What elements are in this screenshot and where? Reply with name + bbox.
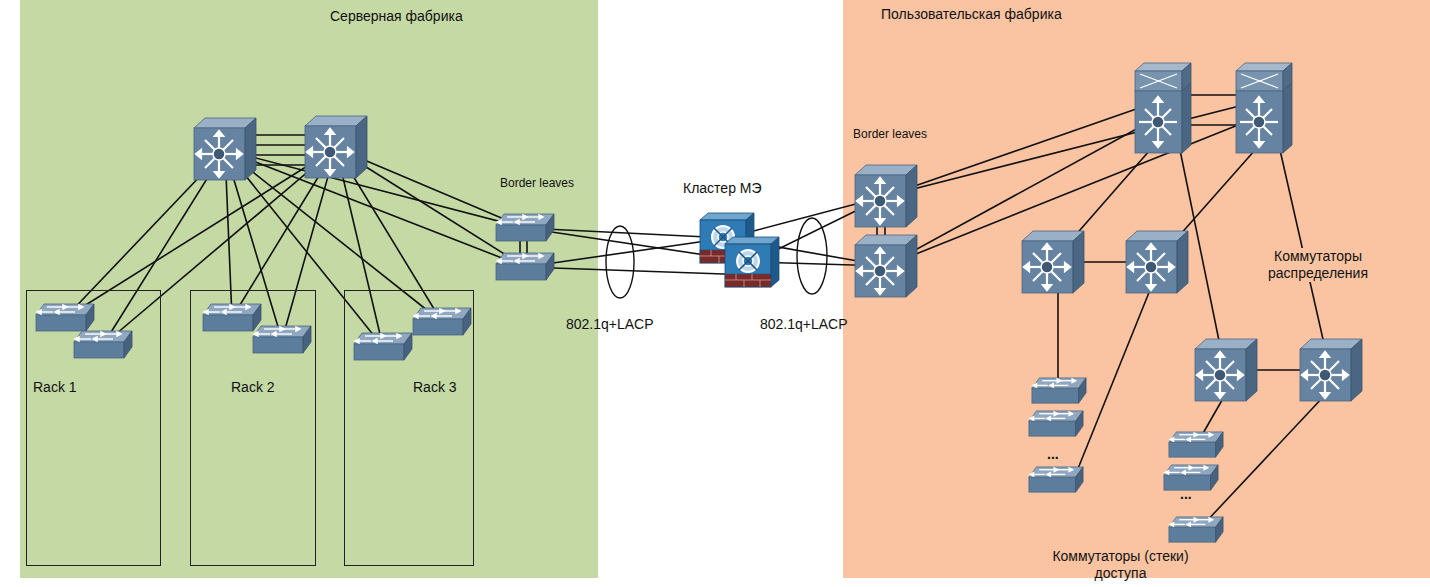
label-holder: Border leaves xyxy=(500,175,574,192)
rack-box: Rack 2 xyxy=(190,290,316,566)
region-title: Серверная фабрика xyxy=(330,8,463,25)
leaf-switch xyxy=(36,304,94,331)
label-holder: 802.1q+LACP xyxy=(760,316,848,333)
spine-switch xyxy=(305,116,367,178)
label-holder: Коммутаторы распределения xyxy=(1256,248,1380,282)
cluster-label: Кластер МЭ xyxy=(683,180,762,197)
lag-bracket xyxy=(797,218,827,294)
group-label: Коммутаторы (стеки) доступа xyxy=(1043,548,1198,582)
server-fabric-ground xyxy=(20,0,598,578)
label-holder: 802.1q+LACP xyxy=(566,316,654,333)
distribution-switch xyxy=(1022,231,1084,293)
wire xyxy=(525,238,727,267)
wires xyxy=(65,95,1330,525)
wire xyxy=(886,100,1263,196)
rack-label: Rack 1 xyxy=(33,379,77,396)
border-leaf-switch xyxy=(496,253,554,280)
wire xyxy=(250,134,310,136)
core-switch xyxy=(1135,63,1191,153)
leaf-switch xyxy=(203,304,261,331)
ellipsis-mark: ... xyxy=(1180,486,1192,503)
wire xyxy=(1057,290,1059,385)
rack-label: Rack 3 xyxy=(413,379,457,396)
leaf-switch xyxy=(354,333,412,360)
fabric-region: Пользовательская фабрика xyxy=(843,0,1430,578)
group-label: Коммутаторы распределения xyxy=(1256,248,1380,282)
region-title: Пользовательская фабрика xyxy=(881,6,1062,23)
distribution-switch xyxy=(1300,339,1362,401)
wire xyxy=(1185,124,1240,126)
protocol-label: 802.1q+LACP xyxy=(760,316,848,333)
protocol-label: 802.1q+LACP xyxy=(566,316,654,333)
group-label: Border leaves xyxy=(853,126,927,143)
wire xyxy=(1203,395,1325,525)
access-switch xyxy=(1029,467,1083,492)
leaf-switch xyxy=(413,308,471,335)
distribution-switch xyxy=(1195,339,1257,401)
rack-box: Rack 3 xyxy=(344,290,474,566)
access-switch xyxy=(1029,411,1083,436)
group-label: Border leaves xyxy=(500,175,574,192)
spine-switch xyxy=(194,118,256,180)
label-holder: Кластер МЭ xyxy=(683,180,762,197)
wire xyxy=(250,164,310,166)
distribution-switch xyxy=(1126,231,1188,293)
wire xyxy=(525,267,752,275)
access-switch xyxy=(1169,432,1223,457)
leaf-switch xyxy=(253,326,311,353)
wire xyxy=(886,100,1162,196)
fabric-region: Серверная фабрикаRack 1 Rack 2 Rack 3 xyxy=(20,0,598,578)
label-holder: ... xyxy=(1047,446,1059,463)
user-fabric-ground xyxy=(843,0,1430,578)
firewall xyxy=(725,237,779,287)
wire xyxy=(1185,94,1240,96)
border-leaf-switch xyxy=(855,235,917,297)
lag-bracket xyxy=(606,226,634,298)
wire xyxy=(250,144,310,146)
ellipsis-mark: ... xyxy=(1047,446,1059,463)
border-leaf-switch xyxy=(855,165,917,227)
access-switch xyxy=(1169,517,1223,542)
rack-box: Rack 1 xyxy=(26,290,161,566)
access-switch xyxy=(1032,378,1086,403)
rack-label: Rack 2 xyxy=(231,379,275,396)
leaf-switch xyxy=(74,331,132,358)
label-holder: ... xyxy=(1180,486,1192,503)
wire xyxy=(250,154,310,156)
border-leaf-switch xyxy=(496,214,554,241)
core-switch xyxy=(1236,63,1292,153)
label-holder: Коммутаторы (стеки) доступа xyxy=(1043,548,1198,582)
label-holder: Border leaves xyxy=(853,126,927,143)
